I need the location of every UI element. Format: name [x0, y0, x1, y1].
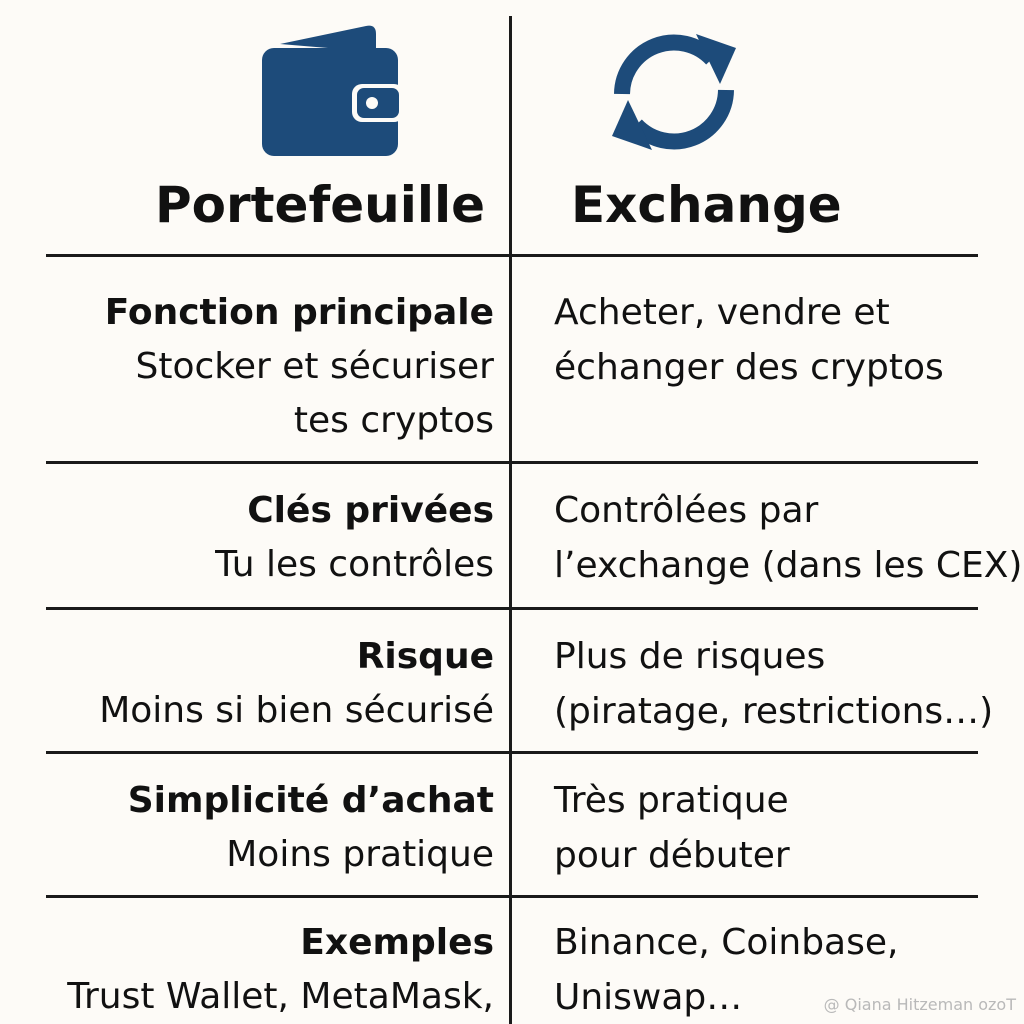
wallet-value-line: Moins si bien sécurisé [99, 690, 494, 731]
row-risk-wallet-cell: Risque Moins si bien sécurisé [99, 629, 494, 738]
row-examples-exchange-cell: Binance, Coinbase, Uniswap… [554, 915, 898, 1024]
row-label: Simplicité d’achat [127, 780, 494, 821]
exchange-value-line: (piratage, restrictions…) [554, 691, 994, 732]
wallet-value-line: Stocker et sécuriser [135, 346, 494, 387]
row-label: Risque [356, 636, 494, 677]
row-function-exchange-cell: Acheter, vendre et échanger des cryptos [554, 285, 944, 395]
watermark: @ Qiana Hitzeman ozoT [823, 995, 1016, 1014]
exchange-value-line: pour débuter [554, 835, 790, 876]
row-simplicity-wallet-cell: Simplicité d’achat Moins pratique [128, 773, 494, 882]
row-divider [46, 751, 978, 754]
exchange-column-title: Exchange [571, 176, 842, 234]
row-function-wallet-cell: Fonction principale Stocker et sécuriser… [105, 285, 494, 448]
exchange-value-line: l’exchange (dans les CEX) [554, 545, 1023, 586]
wallet-icon [262, 25, 404, 156]
row-keys-wallet-cell: Clés privées Tu les contrôles [215, 483, 494, 592]
row-keys-exchange-cell: Contrôlées par l’exchange (dans les CEX) [554, 483, 1022, 593]
row-divider [46, 254, 978, 257]
exchange-value-line: Contrôlées par [554, 490, 819, 531]
row-simplicity-exchange-cell: Très pratique pour débuter [554, 773, 790, 883]
exchange-value-line: Plus de risques [554, 636, 826, 677]
exchange-value-line: Uniswap… [554, 977, 743, 1018]
row-label: Fonction principale [104, 292, 494, 333]
exchange-value-line: échanger des cryptos [554, 347, 944, 388]
wallet-value-line: Tu les contrôles [215, 544, 494, 585]
row-divider [46, 895, 978, 898]
exchange-value-line: Binance, Coinbase, [554, 922, 899, 963]
row-label: Exemples [300, 922, 494, 963]
wallet-column-title: Portefeuille [155, 176, 486, 234]
wallet-value-line: Moins pratique [226, 834, 494, 875]
wallet-value-line: Trust Wallet, MetaMask, [67, 976, 494, 1017]
row-examples-wallet-cell: Exemples Trust Wallet, MetaMask, [67, 915, 494, 1024]
row-divider [46, 607, 978, 610]
row-risk-exchange-cell: Plus de risques (piratage, restrictions…… [554, 629, 993, 739]
exchange-value-line: Très pratique [554, 780, 789, 821]
row-divider [46, 461, 978, 464]
exchange-arrows-icon [612, 34, 736, 150]
exchange-value-line: Acheter, vendre et [554, 292, 890, 333]
column-divider [509, 16, 512, 1024]
wallet-value-line: tes cryptos [293, 400, 494, 441]
row-label: Clés privées [247, 490, 494, 531]
